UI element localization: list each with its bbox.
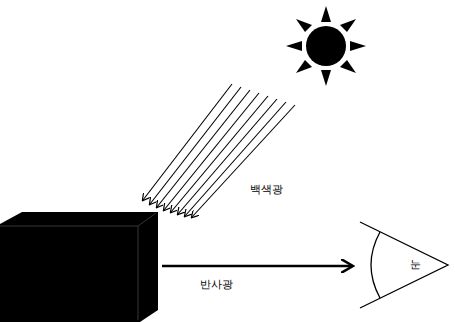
eye-label: 눈 (410, 258, 421, 271)
reflected-light-label: 반사광 (200, 278, 233, 291)
black-cube (0, 212, 158, 322)
light-rays (143, 84, 295, 217)
sun-symbol (286, 6, 366, 86)
eye-outline (358, 220, 450, 310)
reflected-arrow (162, 265, 352, 268)
eye-shape: 눈 (358, 220, 450, 310)
white-light-label: 백색광 (250, 183, 283, 196)
